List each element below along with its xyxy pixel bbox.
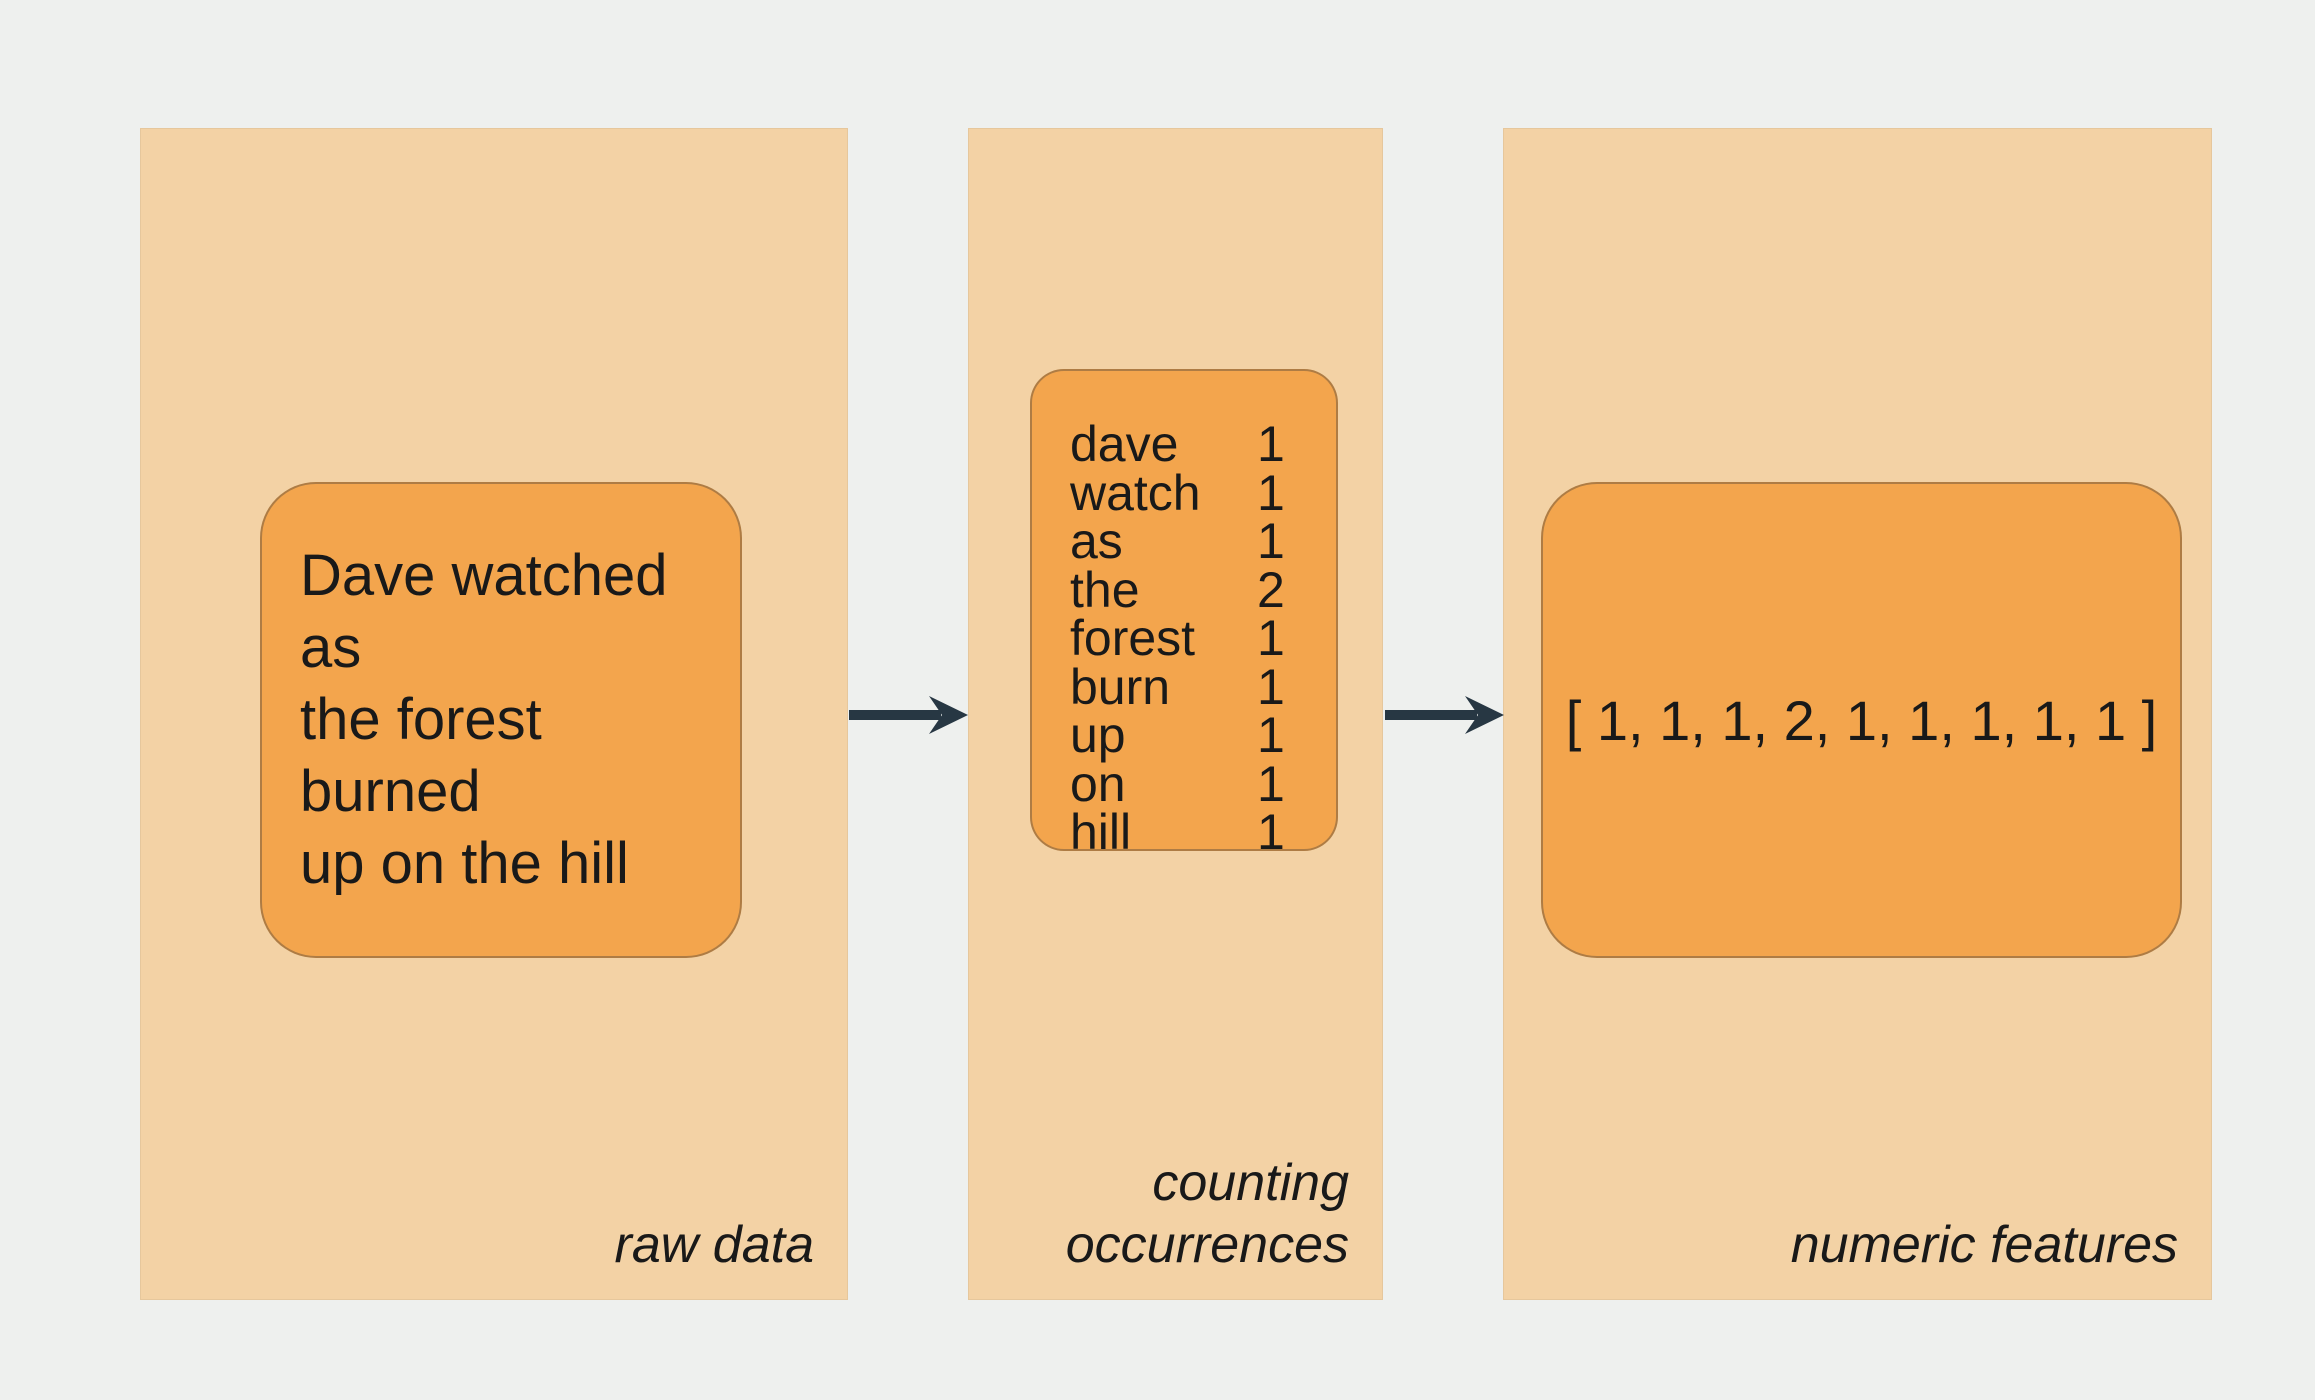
word-label: burn	[1070, 658, 1171, 715]
word-count: 1	[1257, 464, 1285, 521]
word-label: dave	[1070, 416, 1179, 472]
caption-line: counting	[1152, 1154, 1349, 1212]
word-count: 2	[1257, 561, 1285, 618]
word-count-row: on 1	[1070, 755, 1324, 812]
word-count-row: dave 1	[1070, 416, 1324, 472]
word-count-row: watch 1	[1070, 464, 1324, 521]
word-label: on	[1070, 755, 1126, 812]
word-count-row: as 1	[1070, 513, 1324, 569]
word-count: 1	[1257, 707, 1285, 763]
raw-sentence-line: up on the hill	[300, 831, 629, 896]
word-count: 1	[1257, 513, 1285, 569]
word-count: 1	[1257, 755, 1285, 812]
feature-vector-text: [ 1, 1, 1, 2, 1, 1, 1, 1, 1 ]	[1565, 688, 2158, 752]
word-label: forest	[1070, 610, 1196, 666]
word-label: up	[1070, 707, 1126, 763]
panel-raw-data: Dave watched as the forest burned up on …	[140, 128, 848, 1300]
word-count: 1	[1257, 610, 1285, 666]
caption-line: occurrences	[1065, 1216, 1349, 1274]
word-label: watch	[1070, 464, 1201, 521]
arrow-counting-to-features-icon	[1385, 696, 1504, 734]
caption-raw-data: raw data	[614, 1216, 814, 1274]
word-count-row: burn 1	[1070, 658, 1324, 715]
word-count-row: forest 1	[1070, 610, 1324, 666]
caption-counting-occurrences: counting occurrences	[1066, 1152, 1349, 1276]
word-label: hill	[1070, 804, 1132, 860]
word-count: 1	[1257, 416, 1285, 472]
arrow-raw-to-counting-icon	[849, 696, 968, 734]
word-label: the	[1070, 561, 1140, 618]
word-count-row: up 1	[1070, 707, 1324, 763]
raw-text-box: Dave watched as the forest burned up on …	[260, 482, 742, 958]
feature-vector-box: [ 1, 1, 1, 2, 1, 1, 1, 1, 1 ]	[1541, 482, 2182, 958]
panel-numeric-features: [ 1, 1, 1, 2, 1, 1, 1, 1, 1 ] numeric fe…	[1503, 128, 2212, 1300]
raw-sentence-line: Dave watched as	[300, 543, 668, 680]
word-count: 1	[1257, 804, 1285, 860]
caption-numeric-features: numeric features	[1790, 1216, 2178, 1274]
word-count-row: hill 1	[1070, 804, 1324, 860]
word-count: 1	[1257, 658, 1285, 715]
word-label: as	[1070, 513, 1123, 569]
word-count-row: the 2	[1070, 561, 1324, 618]
raw-sentence-line: the forest burned	[300, 687, 542, 824]
raw-sentence: Dave watched as the forest burned up on …	[300, 540, 726, 900]
